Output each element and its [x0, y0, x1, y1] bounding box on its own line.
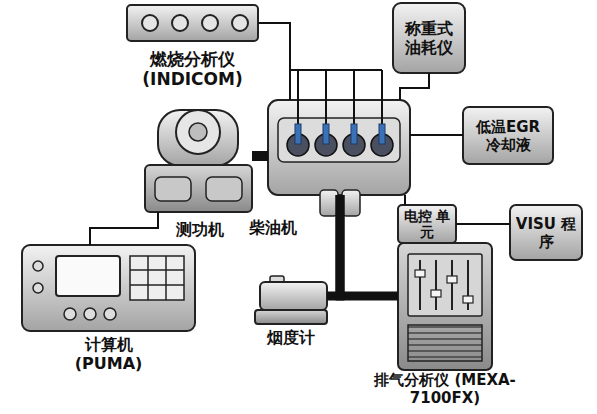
- exhaust-analyzer: 排气分析仪 (MEXA-7100FX): [398, 243, 492, 370]
- fuel-meter-box: 称重式 油耗仪: [393, 3, 465, 73]
- connector-line: [400, 73, 429, 100]
- text-holder: VISU 程序: [510, 205, 582, 260]
- text-holder: 称重式 油耗仪: [393, 3, 465, 73]
- part-label: 燃烧分析仪 (INDICOM): [122, 49, 263, 90]
- egr-coolant-box: 低温EGR 冷却液: [463, 107, 553, 164]
- box-label: 称重式 油耗仪: [401, 19, 457, 57]
- connector-line: [258, 23, 290, 100]
- connector-line: [456, 223, 510, 225]
- dynamometer: 测功机: [145, 110, 252, 212]
- connector-line: [404, 195, 406, 205]
- part-label: 计算机 (PUMA): [62, 335, 155, 373]
- box-label: 电控 单元: [401, 208, 453, 240]
- thick-connector: [327, 195, 340, 296]
- computer: 计算机 (PUMA): [22, 245, 195, 331]
- connector-line: [90, 212, 158, 245]
- connector-line: [410, 134, 463, 136]
- text-holder: 电控 单元: [398, 205, 456, 243]
- thick-connector: [340, 195, 398, 296]
- text-holder: 低温EGR 冷却液: [463, 107, 553, 164]
- box-label: VISU 程序: [513, 215, 579, 251]
- part-label: 烟度计: [251, 328, 331, 347]
- diesel-engine: 柴油机: [268, 100, 410, 195]
- visu-box: VISU 程序: [510, 205, 582, 260]
- ecu-box: 电控 单元: [398, 205, 456, 243]
- analyzer-unit: 燃烧分析仪 (INDICOM): [127, 5, 258, 41]
- part-label: 柴油机: [243, 218, 303, 237]
- box-label: 低温EGR 冷却液: [467, 118, 549, 154]
- smoke-meter: 烟度计: [255, 276, 327, 324]
- thick-connector: [252, 151, 268, 161]
- part-label: 测功机: [170, 220, 230, 239]
- part-label: 排气分析仪 (MEXA-7100FX): [368, 371, 522, 407]
